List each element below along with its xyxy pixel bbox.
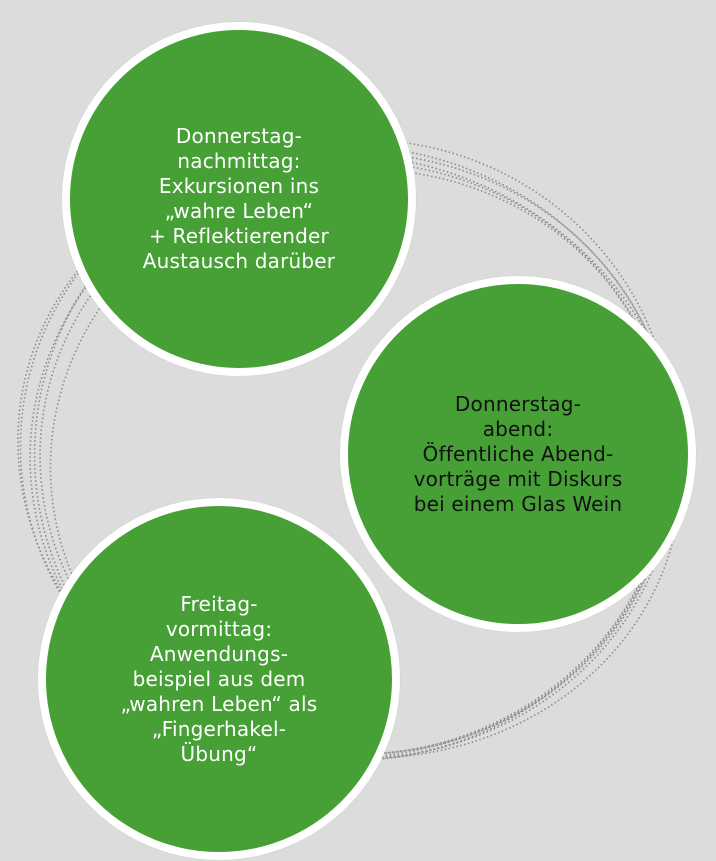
node-friday-morning: Freitag- vormittag: Anwendungs- beispiel… [38,498,400,860]
node-thursday-evening-text: Donnerstag- abend: Öffentliche Abend- vo… [413,391,623,516]
node-thursday-afternoon-text: Donnerstag- nachmittag: Exkursionen ins … [142,124,336,273]
node-friday-morning-text: Freitag- vormittag: Anwendungs- beispiel… [120,591,318,766]
node-thursday-afternoon: Donnerstag- nachmittag: Exkursionen ins … [62,22,416,376]
node-thursday-evening: Donnerstag- abend: Öffentliche Abend- vo… [340,276,696,632]
